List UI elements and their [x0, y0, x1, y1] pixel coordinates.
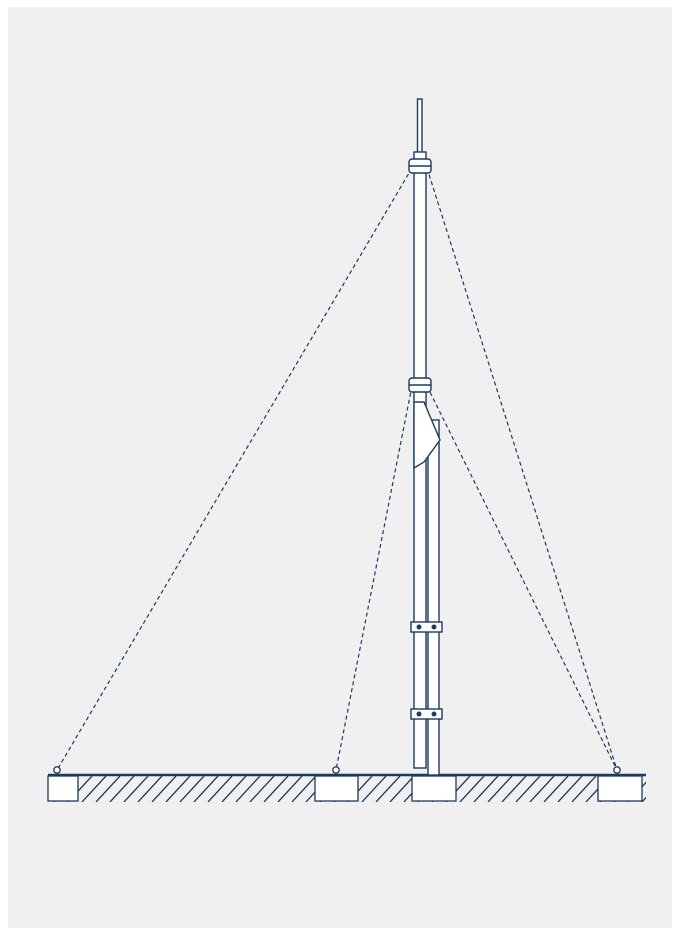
- hatch-line: [515, 776, 541, 802]
- guy-wire-lower-right: [426, 385, 618, 771]
- hatch-line: [263, 776, 289, 802]
- hatch-line: [473, 776, 499, 802]
- mast-base-foundation: [411, 775, 457, 802]
- anchor-eye-left: [53, 766, 61, 774]
- clamp-bolt: [431, 711, 437, 717]
- clamp-bolt: [416, 711, 422, 717]
- hatch-line: [277, 776, 303, 802]
- hatch-line: [487, 776, 513, 802]
- mast-clamp-lower: [410, 708, 443, 720]
- hatch-line: [529, 776, 555, 802]
- hatch-line: [179, 776, 205, 802]
- hatch-line: [193, 776, 219, 802]
- anchor-eyes: [53, 766, 621, 774]
- hatch-line: [291, 776, 317, 802]
- guy-wire-upper-right: [426, 167, 618, 771]
- hatch-line: [165, 776, 191, 802]
- hatch-line: [543, 776, 569, 802]
- hatch-line: [207, 776, 233, 802]
- hatch-line: [221, 776, 247, 802]
- clamp-bolt: [416, 624, 422, 630]
- hatch-line: [235, 776, 261, 802]
- hatch-line: [109, 776, 135, 802]
- hatch-line: [375, 776, 401, 802]
- mast: [408, 98, 443, 776]
- anchor-block-middle: [314, 775, 359, 802]
- mast-support-tube: [427, 419, 440, 776]
- hatch-line: [459, 776, 485, 802]
- hatch-line: [361, 776, 387, 802]
- guy-wires: [56, 167, 618, 771]
- mast-clamp-upper: [410, 621, 443, 633]
- hatch-line: [571, 776, 597, 802]
- hatch-line: [123, 776, 149, 802]
- anchor-eye-middle: [332, 766, 340, 774]
- hatch-line: [249, 776, 275, 802]
- hatch-line: [501, 776, 527, 802]
- guy-wire-lower-left: [335, 385, 413, 771]
- hatch-line: [389, 776, 415, 802]
- anchor-block-left: [47, 775, 79, 802]
- foundations: [47, 775, 643, 802]
- guy-wire-upper-left: [56, 167, 413, 771]
- anchor-eye-right: [613, 766, 621, 774]
- mast-top-rod: [416, 98, 423, 160]
- hatch-line: [557, 776, 583, 802]
- hinge-plate: [413, 401, 441, 470]
- hatch-line: [137, 776, 163, 802]
- hatch-line: [151, 776, 177, 802]
- anchor-block-right: [597, 775, 643, 802]
- hatch-line: [81, 776, 107, 802]
- hatch-line: [95, 776, 121, 802]
- clamp-bolt: [431, 624, 437, 630]
